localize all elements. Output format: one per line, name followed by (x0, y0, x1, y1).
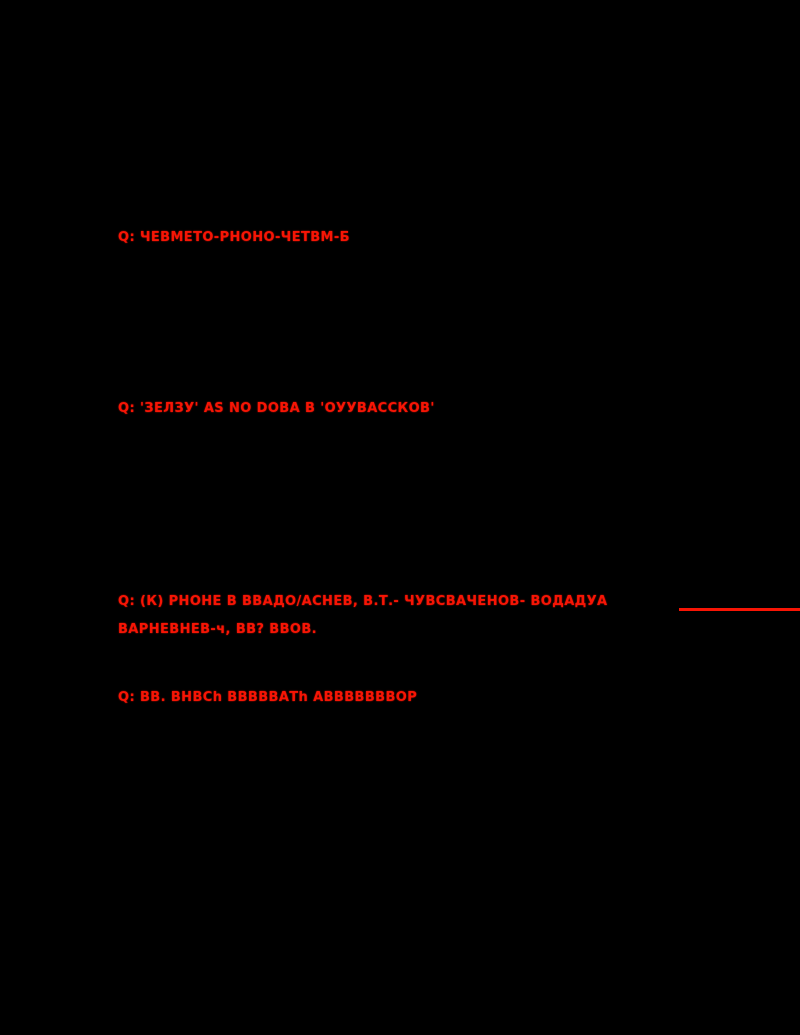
question-line-2: Q: 'ЗЕЛЗУ' AS NO DOBA В 'ОУУВАССКОВ' (118, 401, 435, 416)
question-line-1: Q: ЧЕВМЕТО-РНОНО-ЧЕТВМ-Б (118, 230, 350, 245)
question-line-3b: ВАРНЕВНЕВ-ч, ВВ? ВВОВ. (118, 622, 318, 637)
question-line-3a: Q: (К) РНОНЕ В ВВАДО/АСНЕВ, В.Т.- ЧУВСВА… (118, 594, 608, 609)
red-divider-line (679, 608, 800, 611)
question-line-4: Q: ВВ. ВНВСh ВВВВВАТh АВВВВВВВОР (118, 690, 418, 705)
